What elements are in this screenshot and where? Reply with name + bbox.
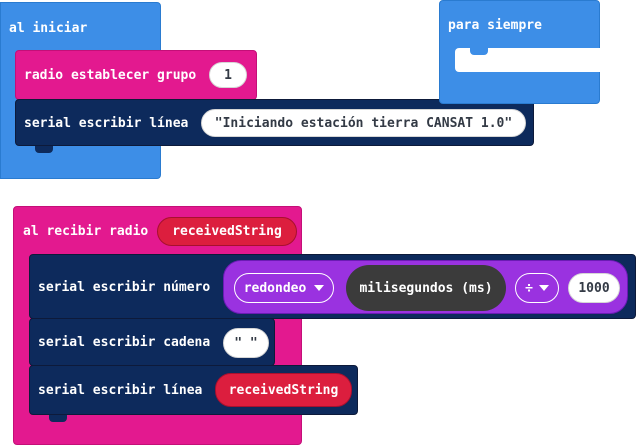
forever-slot-notch [470,48,488,55]
serial-write-string-block[interactable]: serial escribir cadena " " [29,318,275,366]
serial-received-bottom-notch [49,415,67,422]
string-input[interactable]: " " [223,328,269,358]
radio-set-group-label: radio establecer grupo [24,68,197,83]
round-op-dropdown[interactable]: redondeo [234,273,334,303]
serial-write-string-label: serial escribir cadena [38,335,211,350]
on-start-label: al iniciar [9,21,88,36]
serial-write-line-received-block[interactable]: serial escribir línea receivedString [29,365,358,415]
received-string-var[interactable]: receivedString [215,373,352,407]
on-radio-received-label: al recibir radio [23,224,149,239]
forever-label: para siempre [448,18,542,33]
divide-op-dropdown[interactable]: ÷ [515,273,559,303]
radio-group-input[interactable]: 1 [209,62,247,88]
round-op-label: redondeo [243,280,307,296]
divide-op-label: ÷ [525,280,533,296]
radio-set-group-block[interactable]: radio establecer grupo 1 [15,50,257,100]
serial-start-bottom-notch [35,146,53,153]
serial-write-line-received-label: serial escribir línea [38,383,203,398]
chevron-down-icon [314,285,325,291]
divisor-input[interactable]: 1000 [568,273,620,303]
round-math-block[interactable]: redondeo milisegundos (ms) ÷ 1000 [223,260,628,314]
serial-write-number-label: serial escribir número [38,280,211,295]
chevron-down-icon [538,285,549,291]
millis-label: milisegundos (ms) [359,280,493,296]
start-message-input[interactable]: "Iniciando estación tierra CANSAT 1.0" [201,109,526,137]
serial-write-line-start-label: serial escribir línea [24,116,189,131]
millis-reporter[interactable]: milisegundos (ms) [346,265,506,311]
serial-write-line-start-block[interactable]: serial escribir línea "Iniciando estació… [15,99,534,146]
received-string-param[interactable]: receivedString [157,217,297,246]
serial-write-number-block[interactable]: serial escribir número redondeo milisegu… [29,254,636,319]
